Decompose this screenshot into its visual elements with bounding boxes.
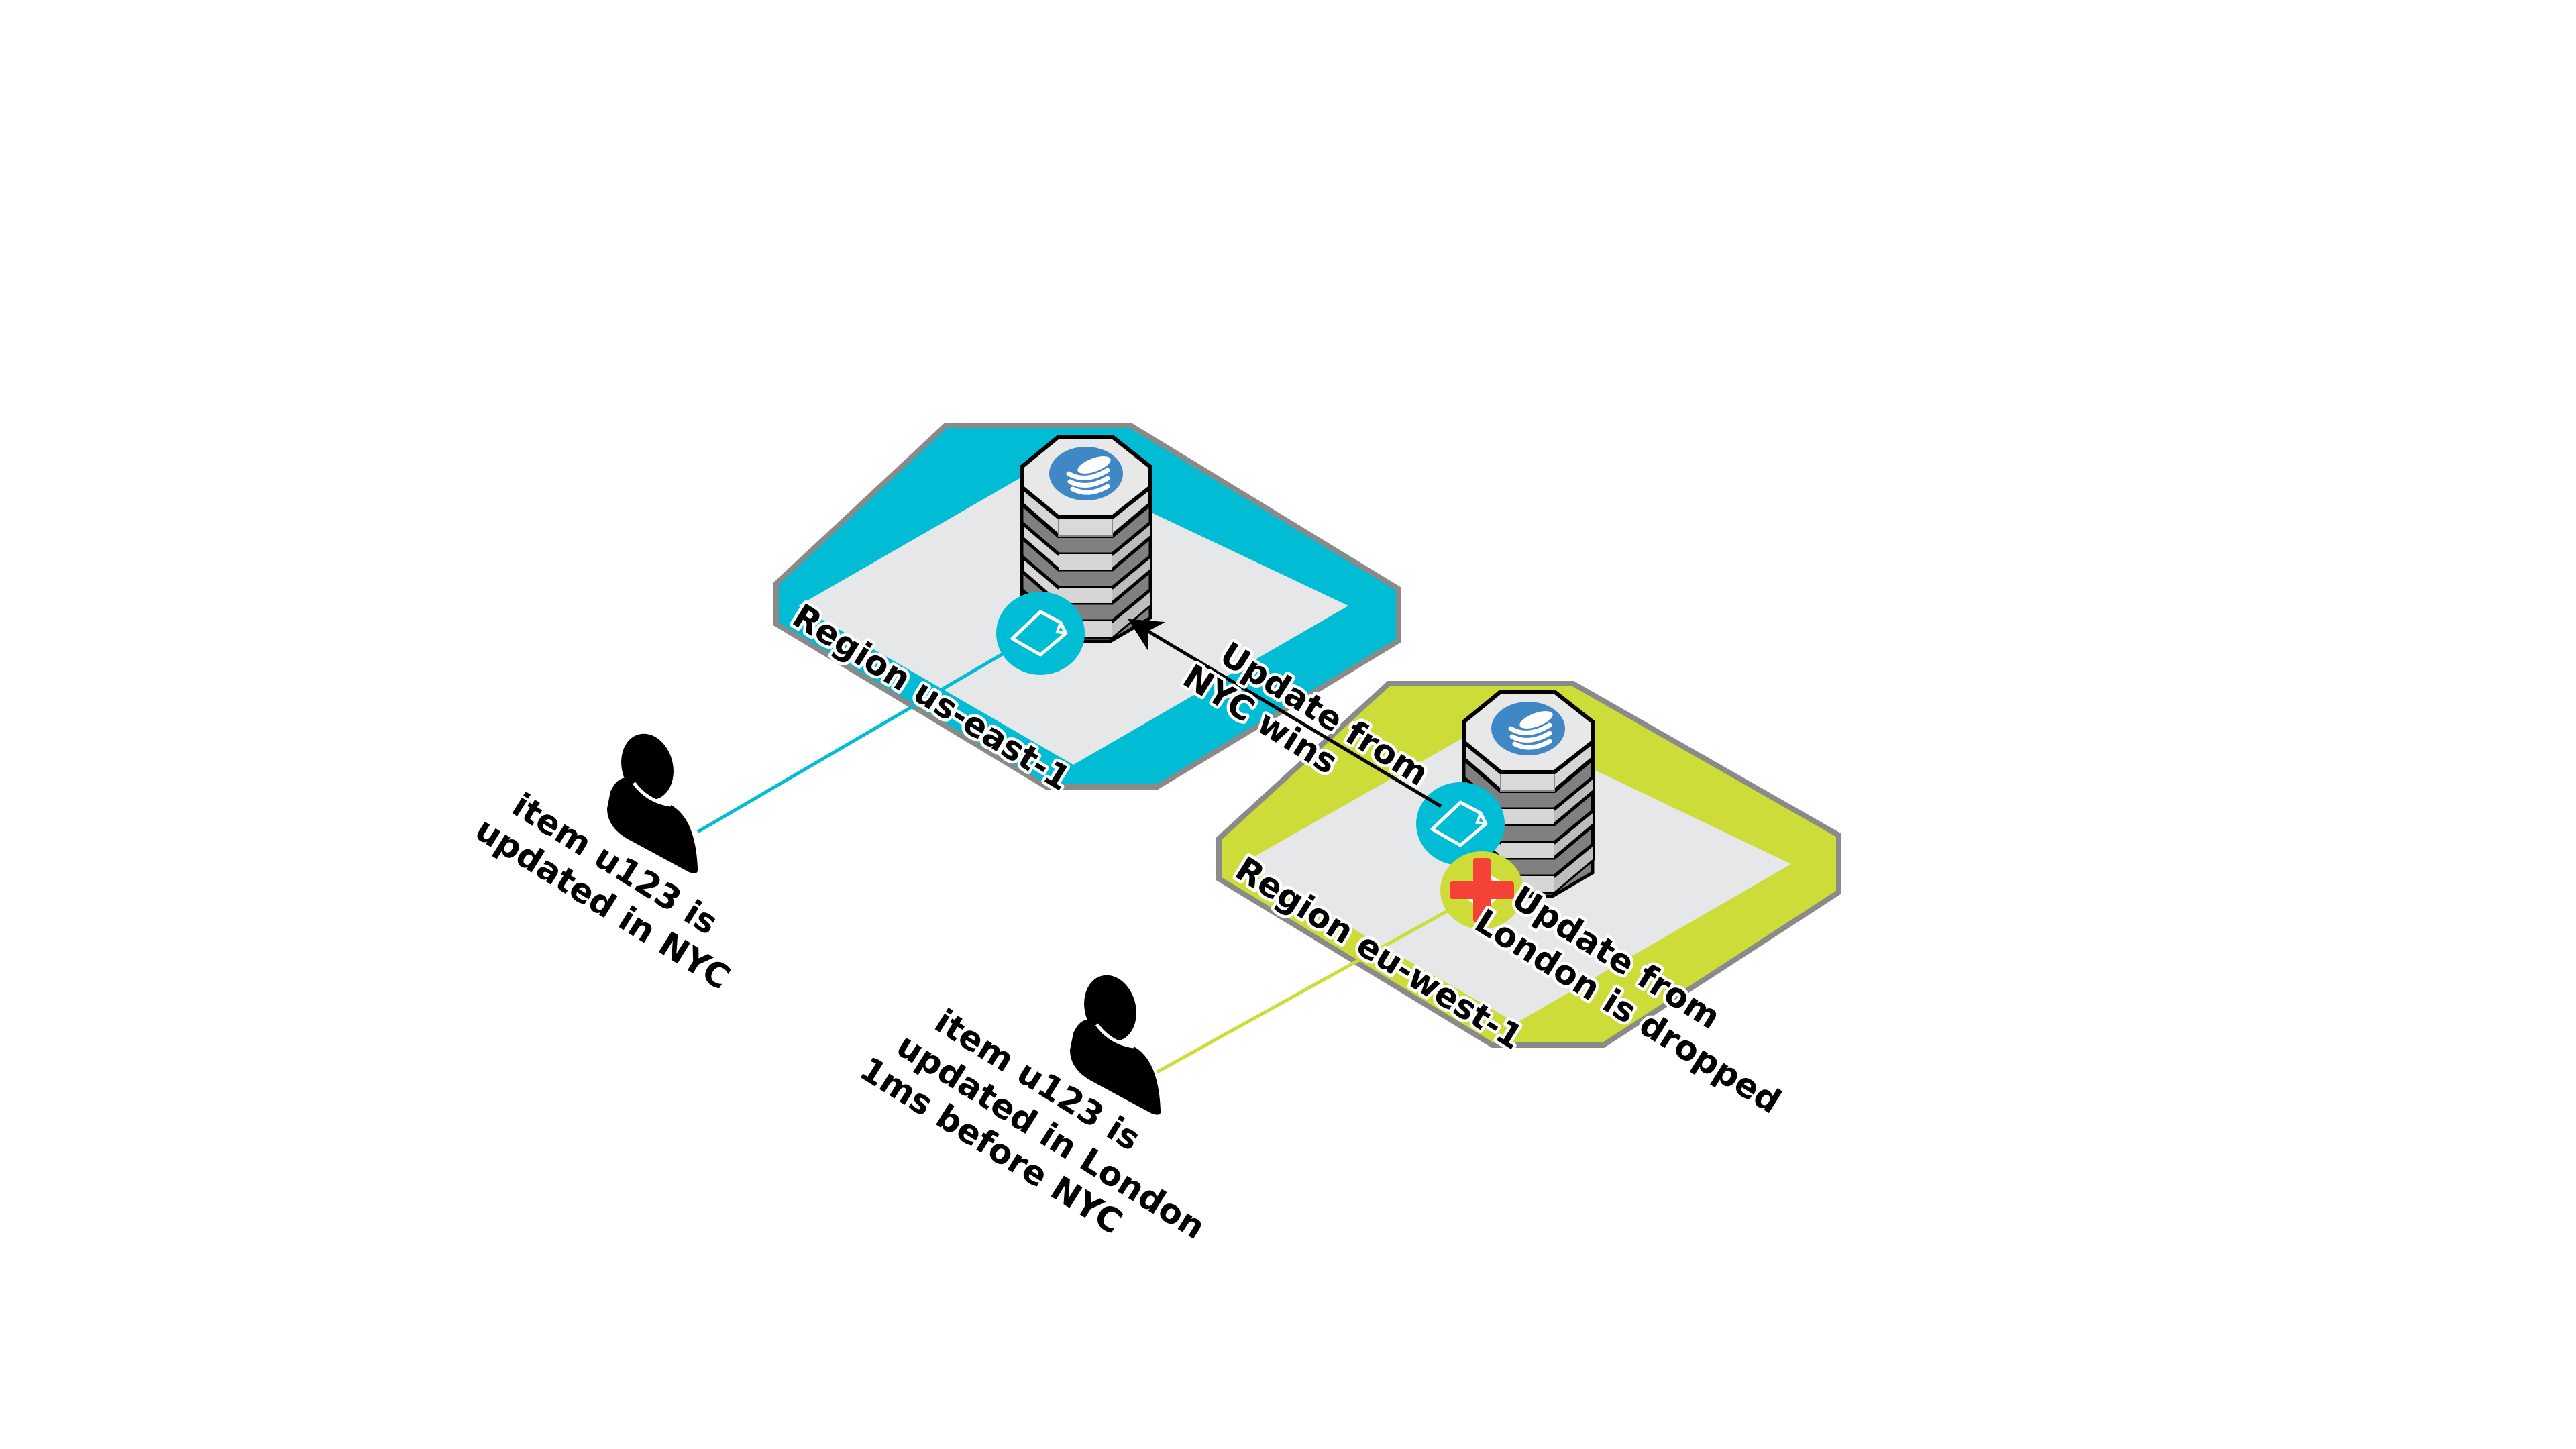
dropped-item-eu-west-1[interactable] xyxy=(1440,851,1523,929)
nyc-user-connector xyxy=(696,642,1021,834)
replication-arrow xyxy=(1128,619,1442,808)
london-user-connector xyxy=(1156,897,1470,1074)
svg-text:updated in London: updated in London xyxy=(890,1026,1212,1247)
database-server-us-east-1[interactable] xyxy=(1022,437,1150,641)
database-icon xyxy=(1491,702,1565,755)
database-server-eu-west-1[interactable] xyxy=(1464,692,1593,896)
document-icon xyxy=(1010,610,1068,657)
item-u123-us-east-1[interactable] xyxy=(996,592,1085,675)
user-icon xyxy=(1070,975,1161,1115)
document-icon xyxy=(1430,800,1488,847)
user-london[interactable] xyxy=(1070,969,1161,1115)
database-icon xyxy=(1049,447,1123,500)
user-nyc[interactable] xyxy=(607,728,698,873)
user-icon xyxy=(607,733,698,873)
cross-icon xyxy=(1450,858,1514,922)
london-user-caption: item u123 is updated in London 1ms befor… xyxy=(853,1002,1212,1247)
nyc-user-caption: item u123 is updated in NYC xyxy=(469,786,737,998)
